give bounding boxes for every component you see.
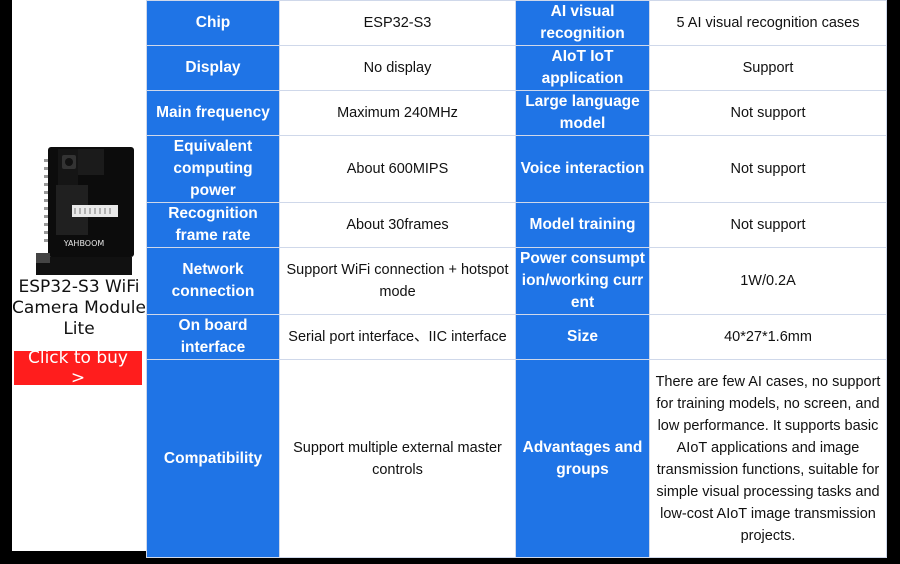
spec-value: About 600MIPS bbox=[279, 135, 516, 203]
spec-value: Support multiple external master control… bbox=[279, 359, 516, 558]
spec-value: Support bbox=[649, 45, 887, 91]
spec-value: 1W/0.2A bbox=[649, 247, 887, 315]
spec-value: 40*27*1.6mm bbox=[649, 314, 887, 360]
table-row: Equivalent computing power About 600MIPS… bbox=[146, 135, 887, 203]
spec-value: Not support bbox=[649, 202, 887, 248]
spec-value: Serial port interface、IIC interface bbox=[279, 314, 516, 360]
spec-key: Power consumption/working current bbox=[515, 247, 650, 315]
table-row: Recognition frame rate About 30frames Mo… bbox=[146, 202, 887, 248]
spec-value: There are few AI cases, no support for t… bbox=[649, 359, 887, 558]
spec-key: Recognition frame rate bbox=[146, 202, 280, 248]
spec-value: Not support bbox=[649, 135, 887, 203]
spec-key: Large language model bbox=[515, 90, 650, 136]
spec-key: Size bbox=[515, 314, 650, 360]
spec-key: Display bbox=[146, 45, 280, 91]
spec-value: No display bbox=[279, 45, 516, 91]
click-to-buy-button[interactable]: Click to buy > bbox=[14, 348, 142, 388]
spec-value: ESP32-S3 bbox=[279, 0, 516, 46]
spec-value: Not support bbox=[649, 90, 887, 136]
spec-key: Model training bbox=[515, 202, 650, 248]
table-row: On board interface Serial port interface… bbox=[146, 314, 887, 360]
table-row: Compatibility Support multiple external … bbox=[146, 359, 887, 558]
spec-key: AI visual recognition bbox=[515, 0, 650, 46]
spec-value: 5 AI visual recognition cases bbox=[649, 0, 887, 46]
table-row: Main frequency Maximum 240MHz Large lang… bbox=[146, 90, 887, 136]
svg-text:YAHBOOM: YAHBOOM bbox=[63, 239, 105, 248]
spec-key: Network connection bbox=[146, 247, 280, 315]
spec-key: Main frequency bbox=[146, 90, 280, 136]
spec-value: Support WiFi connection + hotspot mode bbox=[279, 247, 516, 315]
table-row: Display No display AIoT IoT application … bbox=[146, 45, 887, 91]
camera-board-image: YAHBOOM bbox=[36, 147, 134, 275]
spec-table: Chip ESP32-S3 AI visual recognition 5 AI… bbox=[146, 0, 887, 558]
spec-key: Equivalent computing power bbox=[146, 135, 280, 203]
spec-key: Voice interaction bbox=[515, 135, 650, 203]
spec-value: Maximum 240MHz bbox=[279, 90, 516, 136]
spec-key: Compatibility bbox=[146, 359, 280, 558]
product-name: ESP32-S3 WiFi Camera Module Lite bbox=[12, 277, 146, 339]
table-row: Network connection Support WiFi connecti… bbox=[146, 247, 887, 315]
spec-key: AIoT IoT application bbox=[515, 45, 650, 91]
product-panel: YAHBOOM ESP32-S3 WiFi Camera Module Lite… bbox=[12, 0, 146, 551]
table-row: Chip ESP32-S3 AI visual recognition 5 AI… bbox=[146, 0, 887, 46]
spec-key: On board interface bbox=[146, 314, 280, 360]
spec-key: Advantages and groups bbox=[515, 359, 650, 558]
spec-value: About 30frames bbox=[279, 202, 516, 248]
spec-key: Chip bbox=[146, 0, 280, 46]
